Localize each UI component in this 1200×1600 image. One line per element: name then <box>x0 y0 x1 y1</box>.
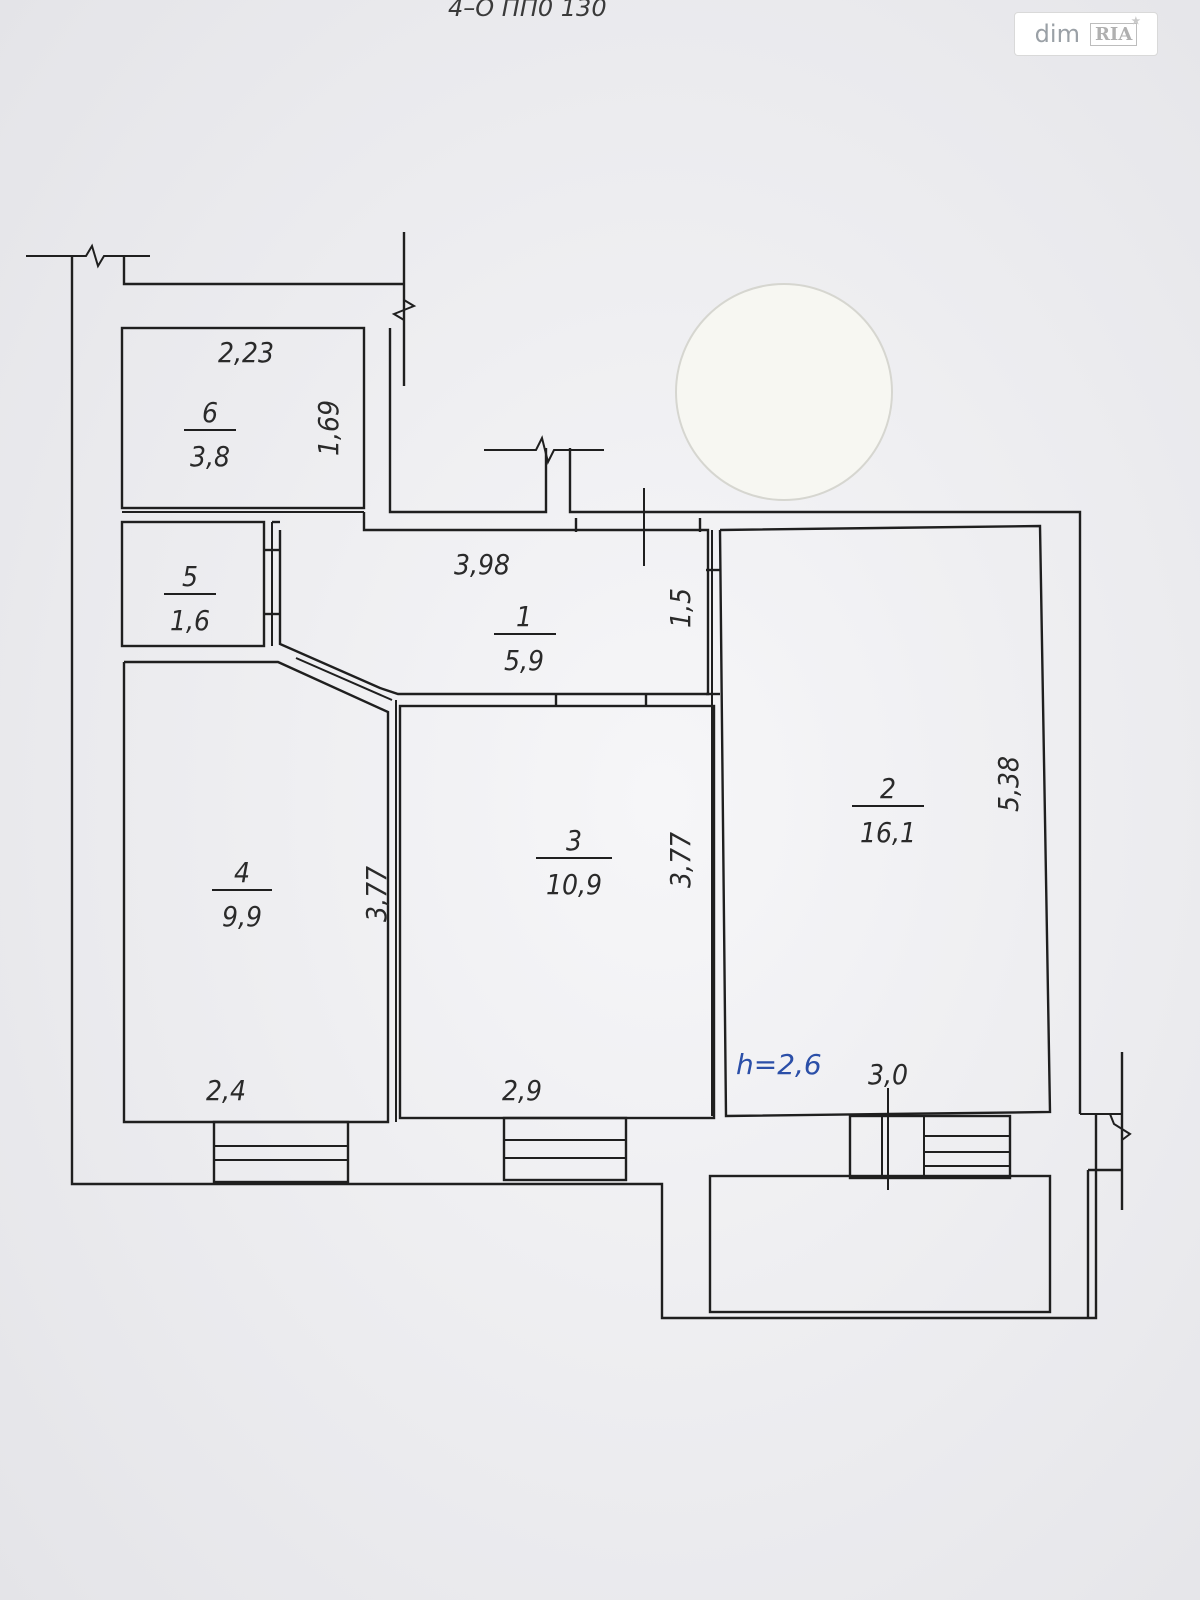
room-1-number: 1 <box>516 600 532 633</box>
dim-room1-width: 3,98 <box>454 548 510 581</box>
room-2-number: 2 <box>880 772 896 805</box>
header-text: 4–Ö ПП0 130 <box>448 0 607 22</box>
room-6-outline <box>120 326 366 510</box>
star-icon: ★ <box>1131 15 1141 27</box>
room-2-label: 2 16,1 <box>852 772 924 849</box>
room-1-label: 1 5,9 <box>494 600 556 677</box>
dim-room2-length: 5,38 <box>992 756 1025 812</box>
watermark-brand: dim <box>1034 20 1080 48</box>
room-5-area: 1,6 <box>170 604 210 637</box>
room-1-outline <box>278 512 710 696</box>
balcony-door-room-2 <box>848 1088 1012 1190</box>
room-2-area: 16,1 <box>860 816 916 849</box>
round-sticker <box>675 283 893 501</box>
watermark-ria: RIA★ <box>1089 16 1140 46</box>
room-5-outline <box>120 520 266 648</box>
dim-room3-length: 3,77 <box>664 832 697 888</box>
room-4-label: 4 9,9 <box>212 856 272 933</box>
room-1-area: 5,9 <box>504 644 544 677</box>
window-room-3 <box>502 1116 628 1182</box>
room-4-area: 9,9 <box>222 900 262 933</box>
room-4-number: 4 <box>234 856 250 889</box>
room-4-outline <box>122 660 390 1124</box>
window-room-4 <box>212 1120 350 1184</box>
room-6-number: 6 <box>202 396 218 429</box>
room-3-area: 10,9 <box>546 868 602 901</box>
watermark-logo: dim RIA★ <box>1014 12 1158 56</box>
dim-room4-length: 3,77 <box>360 866 393 922</box>
dim-room6-length: 1,69 <box>312 400 345 456</box>
room-2-outline <box>718 524 1052 1118</box>
outer-walls <box>26 232 1132 1320</box>
dim-room1-depth: 1,5 <box>664 588 697 628</box>
ceiling-height-note: h=2,6 <box>736 1048 822 1081</box>
dim-room4-width: 2,4 <box>206 1074 246 1107</box>
room-5-label: 5 1,6 <box>164 560 216 637</box>
room-3-number: 3 <box>566 824 582 857</box>
room-6-label: 6 3,8 <box>184 396 236 473</box>
dim-room3-width: 2,9 <box>502 1074 542 1107</box>
watermark-ria-text: RIA <box>1094 23 1133 45</box>
room-5-number: 5 <box>182 560 198 593</box>
balcony-outline <box>708 1174 1052 1314</box>
dim-room2-width: 3,0 <box>868 1058 908 1091</box>
room-3-label: 3 10,9 <box>536 824 612 901</box>
room-6-area: 3,8 <box>190 440 230 473</box>
dim-room6-width: 2,23 <box>218 336 274 369</box>
